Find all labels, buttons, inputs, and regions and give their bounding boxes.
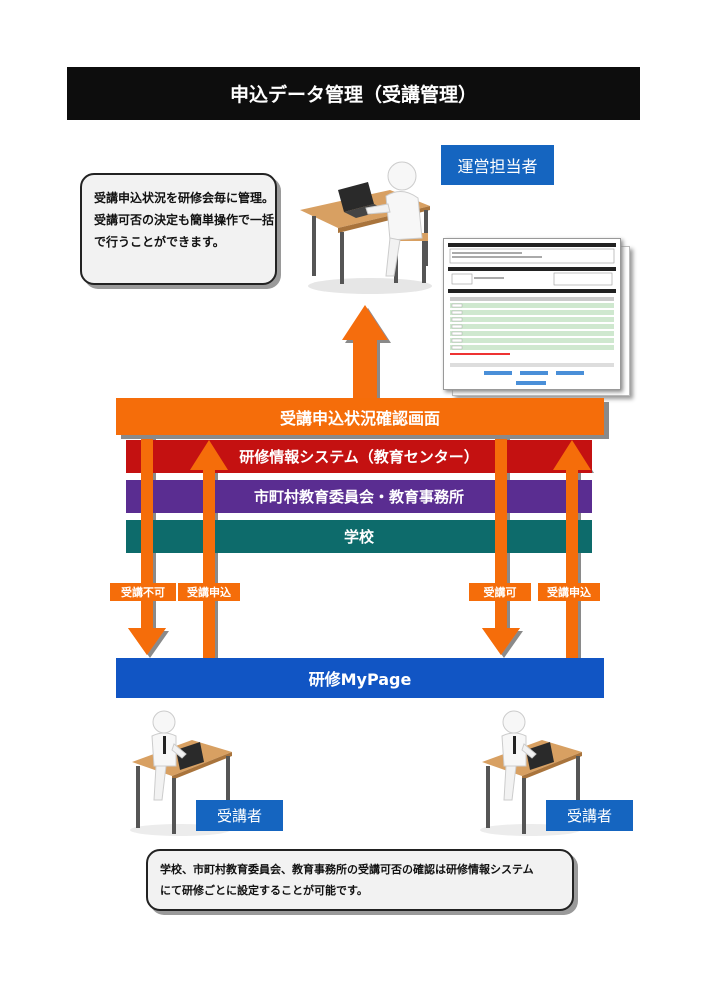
bottom-note-line-1: 学校、市町村教育委員会、教育事務所の受講可否の確認は研修情報システム	[160, 863, 534, 876]
screen-thumbnail-graphic	[448, 243, 616, 385]
admin-note-line-3: で行うことができます。	[94, 235, 225, 249]
trainee-right-tag: 受講者	[546, 800, 633, 831]
trainee-right-illustration	[480, 710, 582, 836]
admin-note-line-1: 受講申込状況を研修会毎に管理。	[94, 191, 275, 205]
admin-note-line-2: 受講可否の決定も簡単操作で一括	[94, 213, 275, 227]
label-deny: 受講不可	[110, 583, 176, 601]
up-arrow-apply-left-overlay	[190, 440, 228, 660]
page-title: 申込データ管理（受講管理）	[67, 67, 640, 120]
label-accept: 受講可	[469, 583, 531, 601]
label-apply-left: 受講申込	[178, 583, 240, 601]
down-arrow-accept-overlay	[482, 432, 520, 655]
admin-role-tag: 運営担当者	[441, 145, 554, 185]
admin-note-callout: 受講申込状況を研修会毎に管理。 受講可否の決定も簡単操作で一括 で行うことができ…	[80, 173, 277, 285]
bottom-note-callout: 学校、市町村教育委員会、教育事務所の受講可否の確認は研修情報システム にて研修ご…	[146, 849, 574, 911]
screen-thumbnail	[443, 238, 621, 390]
up-arrow-apply-right-overlay	[553, 440, 591, 660]
confirm-screen-bar: 受講申込状況確認画面	[116, 398, 604, 435]
down-arrow-deny-overlay	[128, 432, 166, 655]
mypage-bar: 研修MyPage	[116, 658, 604, 698]
admin-illustration	[300, 161, 432, 294]
trainee-left-tag: 受講者	[196, 800, 283, 831]
up-arrow-to-admin	[342, 305, 388, 398]
label-apply-right: 受講申込	[538, 583, 600, 601]
bottom-note-line-2: にて研修ごとに設定することが可能です。	[160, 884, 368, 897]
